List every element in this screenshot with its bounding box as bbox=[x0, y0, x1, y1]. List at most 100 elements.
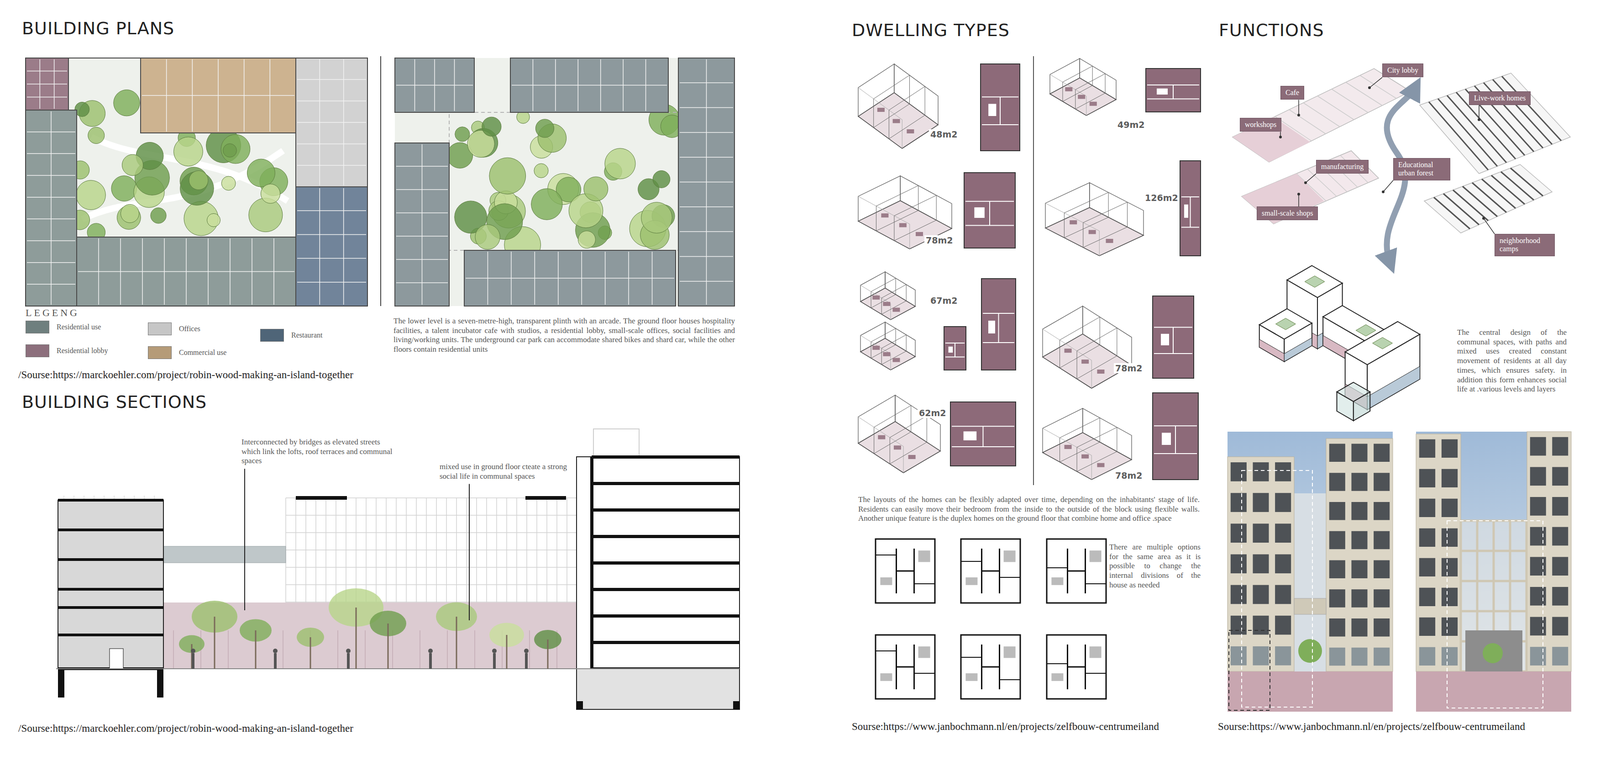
tree bbox=[113, 89, 140, 116]
fixture bbox=[988, 103, 997, 116]
room-wall bbox=[945, 356, 965, 358]
window bbox=[1419, 617, 1436, 636]
furniture bbox=[892, 119, 901, 124]
iso-floor bbox=[858, 92, 939, 149]
plan-outline bbox=[25, 57, 368, 306]
room-wall bbox=[1147, 98, 1200, 100]
wall bbox=[896, 666, 915, 668]
iso-partition bbox=[888, 86, 925, 139]
window bbox=[1351, 647, 1368, 666]
dwelling-drawings bbox=[858, 56, 1201, 699]
tag-text: City lobby bbox=[1387, 66, 1419, 75]
interior bbox=[1465, 629, 1523, 672]
iso-wall bbox=[895, 394, 941, 451]
iso-edge bbox=[1099, 230, 1100, 256]
room-wall bbox=[78, 271, 295, 273]
tag-text: manufacturing bbox=[1321, 162, 1364, 171]
plan-block bbox=[510, 57, 669, 113]
roof-garden bbox=[1275, 318, 1296, 330]
section-heading: BUILDING PLANS bbox=[21, 18, 175, 39]
furniture bbox=[918, 645, 931, 658]
wall bbox=[1046, 662, 1068, 664]
plan-block bbox=[295, 57, 368, 187]
plan-block bbox=[76, 236, 296, 306]
room-wall bbox=[26, 153, 76, 155]
function-tag: manufacturing bbox=[1316, 159, 1369, 174]
floor-division bbox=[1492, 79, 1553, 145]
leader-dot bbox=[1304, 181, 1307, 184]
ghost-facade bbox=[285, 549, 577, 551]
window bbox=[1351, 588, 1368, 608]
frame-structure bbox=[1460, 520, 1527, 672]
floor-slab bbox=[591, 481, 740, 485]
room-wall bbox=[297, 281, 367, 283]
plan-block bbox=[295, 186, 368, 306]
fixture bbox=[974, 207, 985, 218]
wall bbox=[960, 560, 982, 562]
room-wall bbox=[396, 165, 448, 167]
furniture bbox=[882, 351, 891, 357]
window bbox=[1419, 557, 1436, 577]
building-cut bbox=[576, 456, 740, 669]
legend-item: Residential lobby bbox=[25, 344, 108, 357]
unit-plan bbox=[1152, 392, 1199, 480]
unit-plan bbox=[1145, 68, 1201, 112]
facade bbox=[1227, 456, 1295, 672]
furniture bbox=[881, 213, 889, 218]
roof-slab bbox=[525, 495, 567, 500]
ground-band bbox=[1367, 366, 1420, 410]
legend-label: Restaurant bbox=[291, 330, 323, 340]
background-building bbox=[1294, 493, 1327, 672]
window bbox=[1252, 523, 1269, 543]
window bbox=[1274, 461, 1291, 482]
window bbox=[1441, 498, 1458, 517]
sky bbox=[1227, 431, 1393, 712]
leader-line bbox=[1383, 180, 1394, 192]
wall bbox=[1067, 570, 1086, 572]
wall bbox=[960, 656, 982, 658]
plan-block bbox=[678, 57, 735, 306]
iso-edge bbox=[860, 335, 891, 354]
tree bbox=[482, 116, 502, 137]
functions-axonometric bbox=[1232, 68, 1571, 263]
description: The layouts of the homes can be flexibly… bbox=[858, 494, 1200, 524]
source-note: /Sourse:https://marckoehler.com/project/… bbox=[18, 722, 354, 735]
window bbox=[1274, 584, 1291, 604]
tree bbox=[455, 126, 470, 142]
tag-text: Educational urban forest bbox=[1398, 160, 1446, 178]
tree-trunk bbox=[255, 629, 257, 669]
floor-division bbox=[1289, 109, 1326, 134]
window bbox=[1274, 523, 1291, 543]
room-wall bbox=[1190, 196, 1191, 228]
iso-edge bbox=[909, 224, 910, 249]
iso-partition bbox=[1059, 316, 1101, 368]
legend-swatch bbox=[25, 320, 50, 334]
iso-floor bbox=[860, 338, 916, 370]
tree bbox=[1482, 642, 1503, 663]
leader-dot bbox=[1381, 190, 1385, 194]
tree bbox=[604, 148, 636, 179]
leader-line bbox=[468, 483, 470, 620]
room-wall bbox=[1172, 84, 1174, 99]
tree bbox=[173, 136, 204, 167]
room-wall bbox=[343, 188, 345, 305]
ground bbox=[1416, 671, 1572, 712]
iso-wall bbox=[1082, 408, 1132, 460]
tag-text: neighborhood camps bbox=[1499, 236, 1550, 254]
leader-dot bbox=[1477, 118, 1481, 121]
tree bbox=[577, 230, 596, 249]
roof-garden bbox=[1372, 337, 1393, 349]
room-wall bbox=[396, 84, 473, 86]
room-wall bbox=[26, 131, 76, 133]
function-tag: neighborhood camps bbox=[1494, 233, 1555, 257]
iso-wall bbox=[858, 175, 901, 221]
area-label: 62m2 bbox=[917, 407, 948, 418]
small-plan bbox=[960, 634, 1021, 699]
iso-wall bbox=[1042, 305, 1083, 357]
mass-face bbox=[1336, 391, 1354, 421]
furniture bbox=[1051, 672, 1064, 681]
function-tag: Live-work homes bbox=[1468, 91, 1531, 105]
tree-trunk bbox=[547, 639, 549, 669]
tree bbox=[583, 176, 609, 201]
tree-trunk bbox=[506, 634, 508, 669]
